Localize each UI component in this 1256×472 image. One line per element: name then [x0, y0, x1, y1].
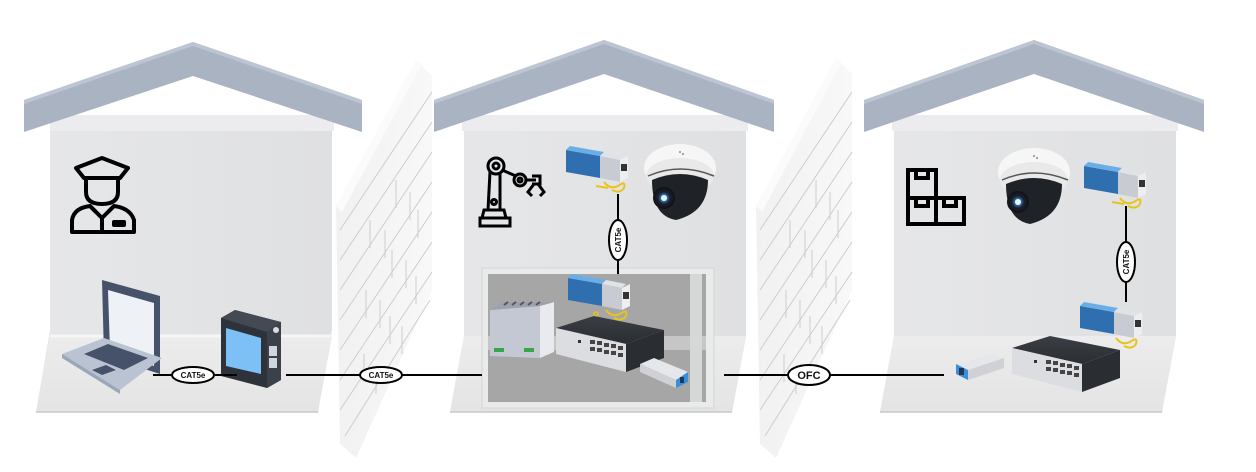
- cable-label-text: CAT5e: [1122, 249, 1131, 274]
- cable-label-extender-vertical-warehouse: CAT5e: [1116, 241, 1136, 283]
- robot-arm-icon: [478, 156, 546, 228]
- building-eave: [462, 115, 748, 131]
- ethernet-extender-local-icon: [1080, 302, 1142, 349]
- cable-label-text: CAT5e: [369, 371, 394, 380]
- cable-label-laptop-to-tester: CAT5e: [171, 366, 215, 384]
- cable-label-fiber: OFC: [787, 364, 831, 386]
- ethernet-extender-remote-icon: [1084, 162, 1146, 209]
- building-control-room: [24, 42, 362, 413]
- sfp-module-icon: [640, 358, 688, 388]
- din-power-supply-icon: [490, 301, 554, 358]
- building-production-area: [434, 40, 774, 413]
- cable-label-extender-vertical-production: CAT5e: [608, 219, 628, 261]
- roof: [24, 42, 362, 132]
- sfp-module-icon: [956, 354, 1004, 380]
- roof: [864, 40, 1204, 132]
- ethernet-extender-local-icon: [568, 274, 630, 321]
- dome-camera-icon: [644, 144, 716, 220]
- roof: [434, 40, 774, 132]
- building-eave: [50, 115, 334, 131]
- building-eave: [892, 115, 1178, 131]
- laptop-icon: [62, 280, 162, 394]
- cable-label-tester-to-cabinet: CAT5e: [359, 366, 403, 384]
- network-tester-icon: [221, 310, 281, 388]
- cable-label-text: CAT5e: [181, 371, 206, 380]
- network-switch-icon: [1012, 336, 1120, 392]
- firewall-brick-wall-1: [336, 60, 433, 458]
- ethernet-extender-remote-icon: [566, 146, 628, 193]
- cable-label-text: OFC: [797, 370, 820, 382]
- building-warehouse: [864, 40, 1204, 413]
- cable-label-text: CAT5e: [614, 227, 623, 252]
- security-guard-icon: [70, 156, 136, 234]
- dome-camera-icon: [998, 148, 1070, 224]
- boxes-icon: [906, 168, 966, 226]
- firewall-brick-wall-2: [756, 58, 853, 458]
